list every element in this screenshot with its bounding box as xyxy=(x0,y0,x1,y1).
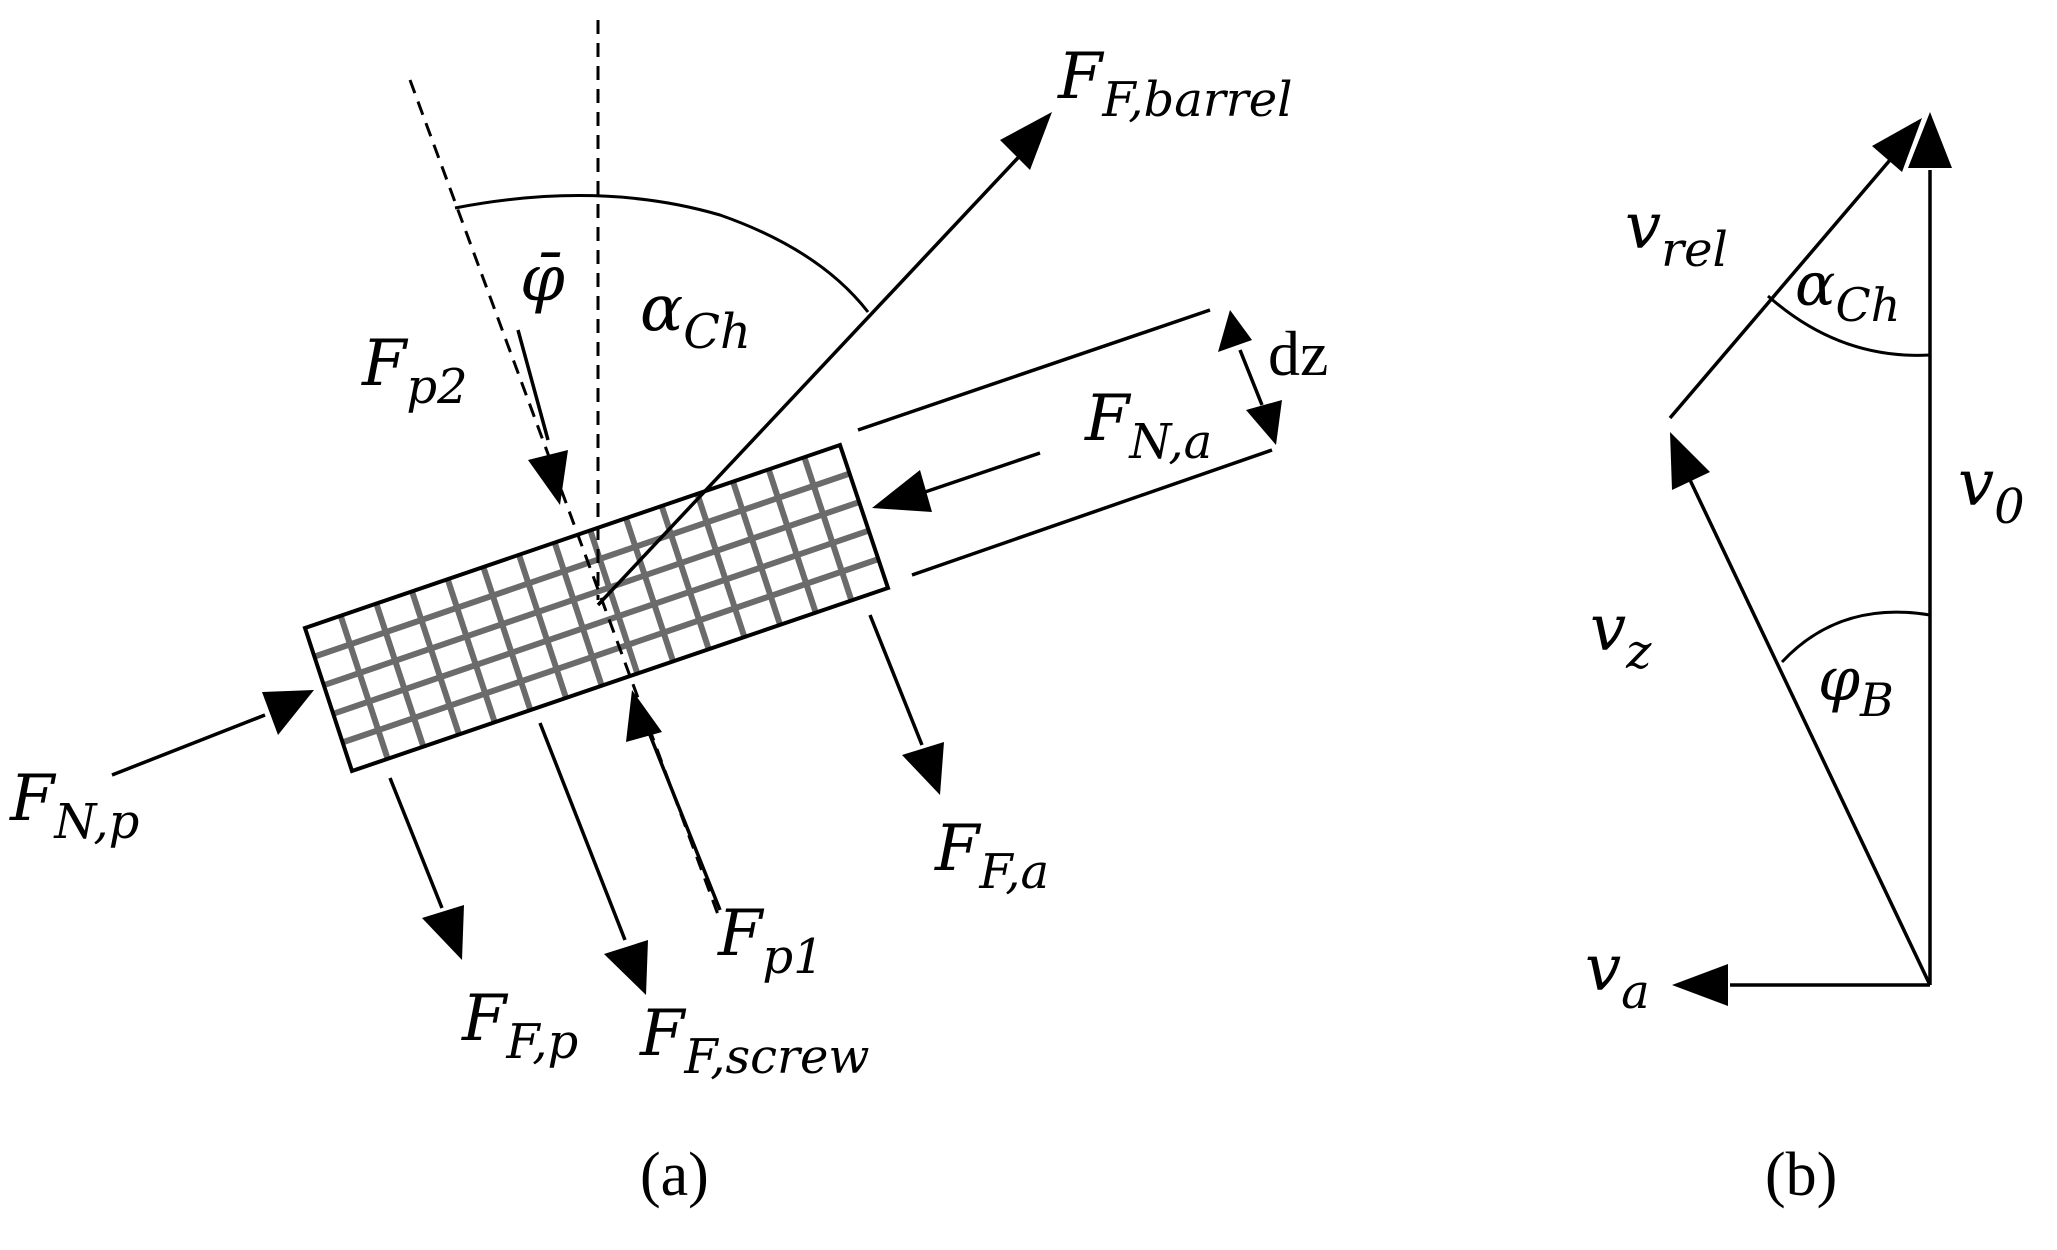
hatch-line xyxy=(409,590,462,736)
normal-force-p-arrow xyxy=(111,690,314,777)
hatched-element-block xyxy=(302,442,891,774)
angle-arc-phi-b xyxy=(1780,610,1931,664)
label-alpha-ch-a: αCh xyxy=(640,272,751,360)
vz-vector xyxy=(1670,432,1932,986)
barrel-friction-force-arrow xyxy=(596,112,1052,607)
label-alpha-ch-b: αCh xyxy=(1795,250,1900,332)
hatch-line xyxy=(551,541,605,687)
v0-vector xyxy=(1908,112,1952,985)
hatch-line xyxy=(516,553,569,699)
label-v0: v0 xyxy=(1958,447,2025,535)
screw-friction-force-arrow xyxy=(538,722,648,995)
label-fp2: Fp2 xyxy=(361,327,468,415)
hatch-line xyxy=(337,614,391,760)
panel-b: vrel αCh v0 vz φB va (b) xyxy=(1585,112,2025,1209)
hatch-line xyxy=(341,556,879,746)
label-va: va xyxy=(1585,932,1650,1020)
hatch-line xyxy=(730,480,783,626)
angle-arc-alpha-b xyxy=(1767,294,1931,357)
label-fn-p: FN,p xyxy=(9,762,139,850)
label-phi-bar: φ̄ xyxy=(520,242,565,316)
panel-a: FF,barrel φ̄ αCh Fp2 dz FN,a FN,p FF,a F… xyxy=(9,20,1328,1209)
angle-arc-top xyxy=(454,194,870,313)
hatch-line xyxy=(373,602,427,748)
vrel-vector xyxy=(1668,118,1922,420)
hatch-line xyxy=(801,456,855,602)
hatch-line xyxy=(623,517,676,663)
friction-force-a-arrow xyxy=(868,614,944,795)
dz-dimension-arrow xyxy=(1218,310,1282,445)
caption-a: (a) xyxy=(640,1141,709,1209)
label-ff-screw: FF,screw xyxy=(639,997,869,1085)
hatch-line xyxy=(765,468,819,614)
hatch-line xyxy=(332,527,870,717)
pressure-force-p1-arrow xyxy=(626,690,722,911)
label-ff-a: FF,a xyxy=(934,812,1049,900)
va-vector xyxy=(1672,964,1930,1006)
caption-b: (b) xyxy=(1765,1141,1837,1209)
label-fn-a: FN,a xyxy=(1084,382,1212,470)
hatch-line xyxy=(313,470,851,660)
hatch-line xyxy=(322,499,860,689)
label-fp1: Fp1 xyxy=(717,897,824,985)
label-ff-p: FF,p xyxy=(461,982,578,1070)
hatch-line xyxy=(480,566,534,711)
friction-force-p-arrow xyxy=(388,777,464,960)
label-vz: vz xyxy=(1590,592,1652,680)
normal-force-a-arrow xyxy=(872,451,1041,512)
label-v-rel: vrel xyxy=(1625,190,1728,278)
label-ff-barrel: FF,barrel xyxy=(1057,40,1292,128)
label-dz: dz xyxy=(1268,318,1328,389)
channel-wall-upper xyxy=(857,308,1211,432)
pressure-force-p2-arrow xyxy=(516,329,568,505)
hatch-line xyxy=(694,492,748,638)
hatch-line xyxy=(444,578,498,724)
channel-wall-lower xyxy=(911,448,1273,577)
label-phi-b: φB xyxy=(1818,645,1894,727)
